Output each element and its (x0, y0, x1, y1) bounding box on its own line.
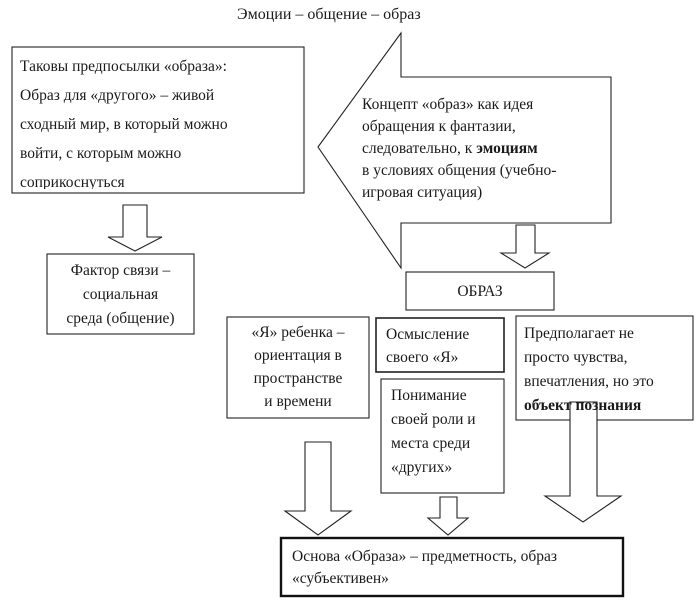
child-self-line: пространстве (253, 370, 343, 387)
concept-line: игровая ситуация) (362, 184, 483, 201)
arrow-understanding-to-basis (426, 496, 470, 536)
concept-emphasis: эмоциям (476, 140, 538, 157)
understanding-line: Понимание (391, 387, 467, 404)
diagram-title: Эмоции – общение – образ (237, 6, 421, 23)
comprehension-box (375, 317, 505, 373)
factor-line: среда (общение) (66, 310, 175, 327)
child-self-line: и времени (264, 393, 332, 410)
cognition-box (515, 315, 694, 421)
factor-line: социальная (82, 286, 159, 303)
basis-line: «субъективен» (292, 570, 389, 587)
premises-line: сходный мир, в который можно (20, 116, 228, 133)
concept-arrow-shape (317, 31, 612, 270)
concept-line: следовательно, к эмоциям (362, 137, 538, 160)
arrow-concept-to-image (499, 224, 551, 269)
premises-line: Образ для «другого» – живой (20, 87, 215, 104)
arrow-premises-to-factor (107, 204, 163, 252)
cognition-line: впечатления, но это (524, 373, 654, 390)
basis-box (279, 536, 625, 598)
cognition-line: Предполагает не (524, 325, 634, 342)
understanding-line: «других» (391, 459, 453, 476)
child-self-line: ориентация в (254, 347, 342, 364)
concept-line-prefix: следовательно, к (362, 140, 477, 157)
premises-line: войти, с которым можно (20, 145, 182, 162)
concept-line: в условиях общения (учебно- (362, 162, 557, 179)
factor-box (46, 253, 195, 335)
understanding-line: своей роли и (391, 411, 476, 428)
basis-line: Основа «Образа» – предметность, образ (292, 548, 558, 565)
cognition-line: объект познания (524, 394, 641, 417)
premises-line: соприкоснуться (20, 174, 125, 189)
concept-line: обращения к фантазии, (362, 118, 516, 135)
understanding-box (380, 378, 505, 494)
cognition-emphasis: объект познания (524, 397, 642, 414)
image-box (405, 271, 555, 311)
premises-text: Таковы предпосылки «образа»: Образ для «… (20, 55, 300, 189)
child-self-line: «Я» ребенка – (251, 324, 345, 341)
cognition-line: просто чувства, (524, 349, 628, 366)
comprehension-line: своего «Я» (386, 349, 459, 366)
understanding-line: места среди (391, 435, 471, 452)
arrow-child-to-basis (283, 441, 353, 536)
arrow-cognition-to-basis (543, 401, 623, 523)
premises-box (11, 46, 305, 194)
concept-line: Концепт «образ» как идея (362, 96, 534, 113)
image-label: ОБРАЗ (457, 283, 503, 300)
factor-line: Фактор связи – (70, 262, 171, 279)
premises-line: Таковы предпосылки «образа»: (20, 58, 227, 75)
child-self-box (226, 316, 370, 419)
comprehension-line: Осмысление (386, 326, 470, 343)
